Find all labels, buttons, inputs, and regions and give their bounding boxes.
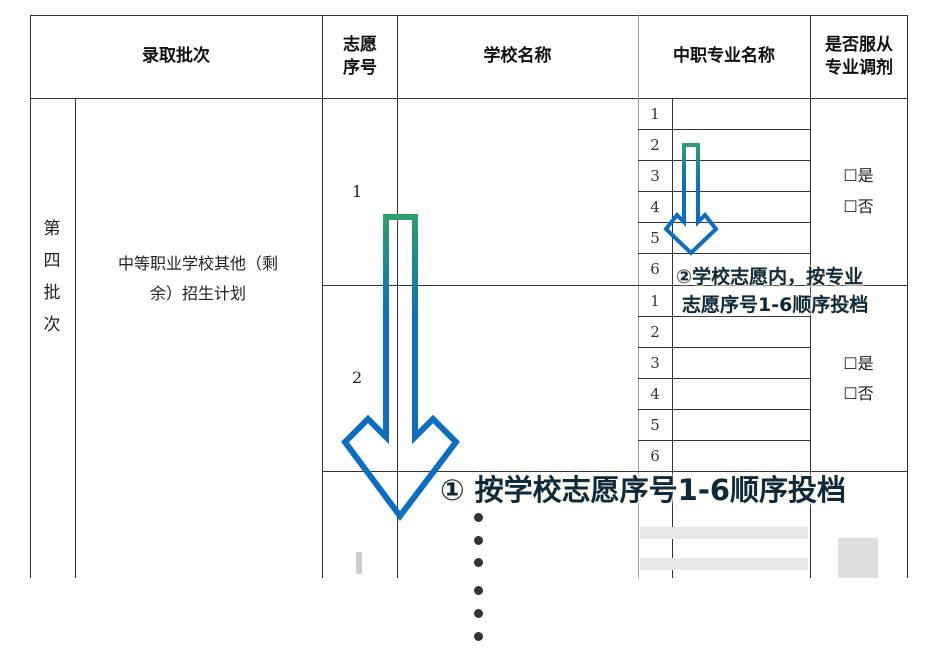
header-batch: 录取批次 [142,46,210,66]
adjust-no-checkbox[interactable]: ☐否 [843,384,874,403]
annotation-main: ① 按学校志愿序号1-6顺序投档 [440,473,847,507]
major-number: 5 [650,415,660,434]
choice-number: 2 [352,368,363,387]
major-number: 2 [650,135,660,154]
adjust-yes-checkbox[interactable]: ☐是 [843,354,874,373]
header-choice-no: 志愿序号 [343,34,377,78]
major-number: 6 [650,259,660,278]
header-adjust: 是否服从专业调剂 [825,34,893,78]
annotation-sub-line1: ②学校志愿内，按专业 [676,266,864,288]
major-number: 4 [650,384,660,403]
major-number: 6 [650,446,660,465]
adjust-yes-checkbox[interactable]: ☐是 [843,166,874,185]
major-number: 2 [650,322,660,341]
header-major: 中职专业名称 [673,46,775,66]
major-number: 5 [650,228,660,247]
annotation-sub-line2: 志愿序号1-6顺序投档 [682,294,869,316]
major-number: 3 [650,353,660,372]
adjust-no-checkbox[interactable]: ☐否 [843,197,874,216]
category: 中等职业学校其他（剩余）招生计划 [117,254,278,303]
major-number: 1 [650,104,660,123]
arrow-down-icon [341,214,460,522]
arrow-down-icon [663,143,719,256]
header-school: 学校名称 [483,46,552,66]
batch-name: 第四批次 [43,219,61,335]
major-number: 4 [650,197,660,216]
major-number: 1 [650,291,660,310]
major-number: 3 [650,166,660,185]
choice-number: 1 [352,182,363,201]
